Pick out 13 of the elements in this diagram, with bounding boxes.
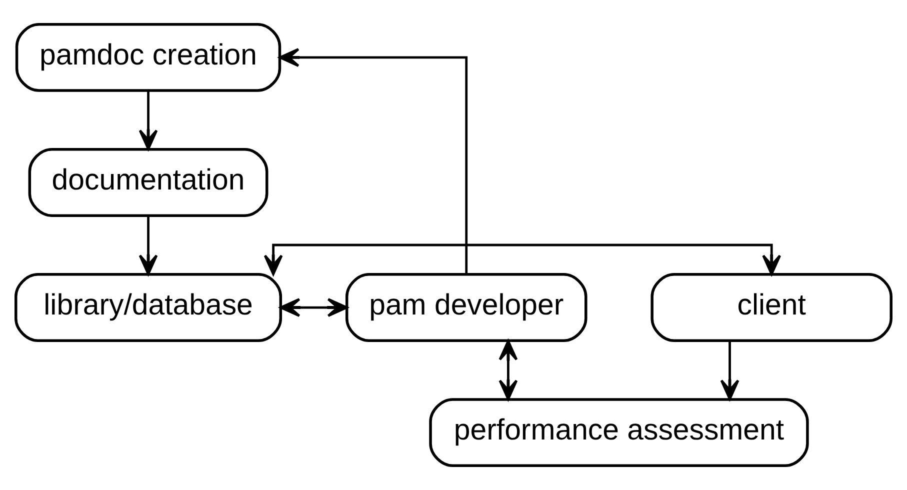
arrow bbox=[498, 340, 518, 400]
node-box: pam developer bbox=[345, 273, 588, 342]
arrow bbox=[278, 48, 468, 274]
arrow bbox=[138, 90, 158, 150]
arrow bbox=[264, 244, 782, 276]
node-box: performance assessment bbox=[429, 398, 809, 468]
arrow bbox=[280, 298, 348, 317]
arrow bbox=[138, 216, 158, 276]
node-box: library/database bbox=[14, 273, 282, 342]
node-box: pamdoc creation bbox=[15, 22, 282, 92]
arrow bbox=[720, 341, 740, 400]
node-box: documentation bbox=[28, 148, 268, 217]
node-box: client bbox=[650, 273, 892, 342]
